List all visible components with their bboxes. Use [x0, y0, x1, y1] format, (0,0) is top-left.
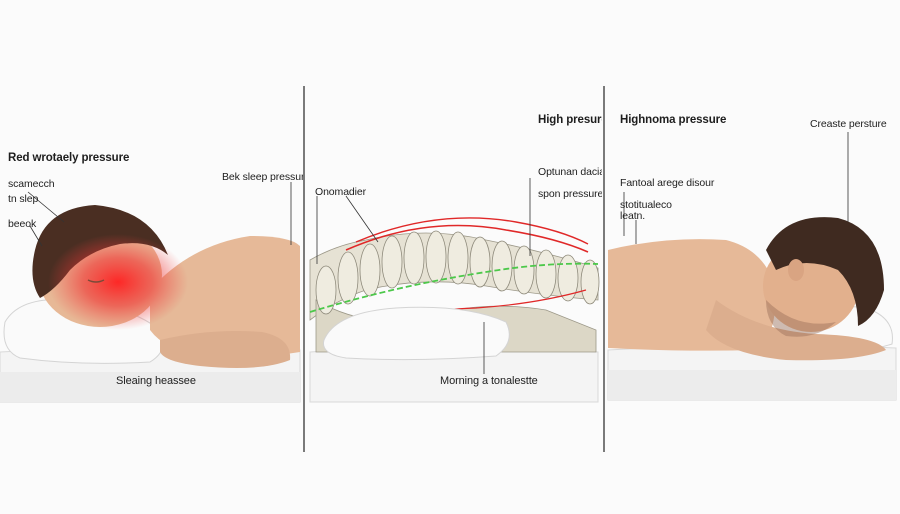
label-3: leatn.	[620, 210, 646, 222]
label-1: scamecch	[8, 178, 55, 190]
pressure-curve-1	[345, 224, 589, 253]
label-right: Bek sleep pressure	[222, 171, 303, 183]
hair	[766, 217, 884, 326]
vertebrae	[315, 230, 600, 315]
label-2: tn slep	[8, 193, 39, 205]
label-base: Morning a tonalestte	[440, 375, 538, 387]
ear	[788, 259, 804, 281]
pressure-highlight	[48, 234, 188, 330]
label-title: Red wrotaely pressure	[8, 152, 130, 164]
divider-1	[303, 86, 305, 452]
label-2: stotitualeco	[620, 199, 672, 211]
closed-eye	[87, 279, 105, 283]
label-title: Highnoma pressure	[620, 114, 727, 126]
panel-sleeping-face-down-right: Highnoma pressure Creaste persture Fanto…	[606, 0, 900, 514]
panel-sleeping-face-down: Red wrotaely pressure scamecch tn slep b…	[0, 0, 303, 514]
panel-spine-pressure: High presure Optunan dacial spon pressur…	[306, 0, 602, 514]
divider-2	[603, 86, 605, 452]
label-3: beeok	[8, 218, 37, 230]
mattress-side	[0, 372, 300, 402]
panel-3-illustration	[607, 132, 897, 401]
mattress-side	[608, 370, 896, 400]
label-1: Fantoal arege disour	[620, 177, 715, 189]
label-title: High presure	[538, 114, 602, 126]
label-base: Sleaing heassee	[116, 375, 196, 387]
pressure-curve-2	[355, 217, 589, 245]
alignment-line	[309, 262, 599, 313]
label-right: Creaste persture	[810, 118, 887, 130]
label-left: Onomadier	[315, 186, 367, 198]
hair	[32, 205, 168, 298]
arm	[706, 300, 886, 361]
panel-1-illustration	[0, 182, 301, 403]
label-right-2: spon pressure	[538, 188, 602, 200]
arm	[160, 331, 291, 368]
label-right-1: Optunan dacial	[538, 166, 602, 178]
panel-2-illustration	[309, 178, 600, 403]
beard	[766, 300, 836, 337]
pillow	[322, 306, 510, 361]
torso	[150, 236, 300, 358]
